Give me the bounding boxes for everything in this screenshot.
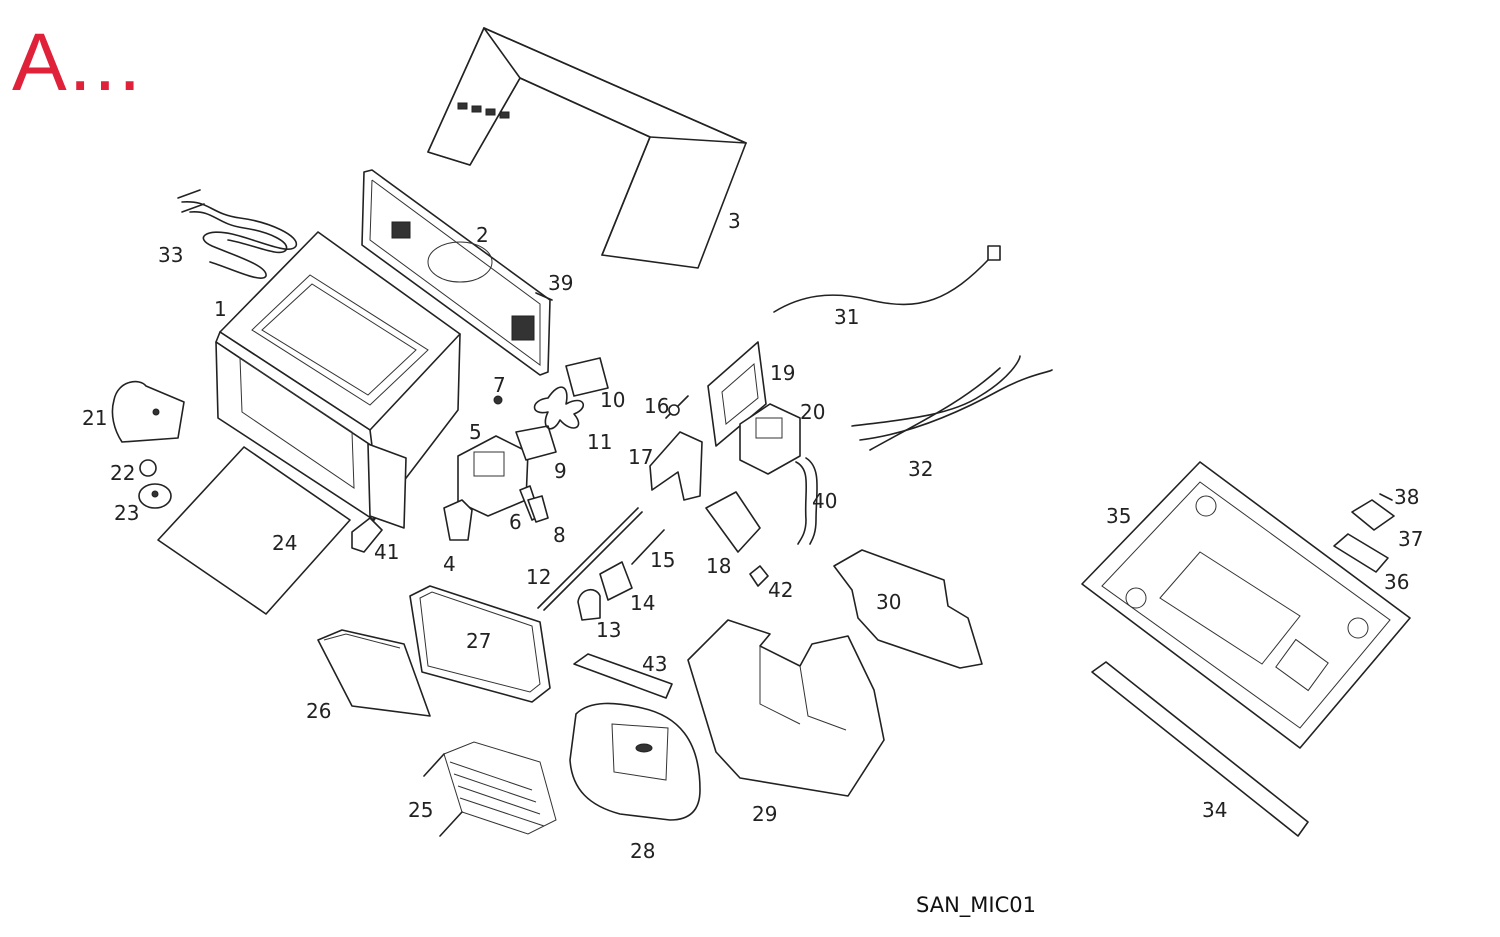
part-40-hose[interactable]: [795, 457, 818, 545]
part-label-7: 7: [493, 373, 506, 397]
part-15-wire[interactable]: [631, 529, 665, 565]
part-label-39: 39: [548, 271, 573, 295]
part-label-21: 21: [82, 406, 107, 430]
part-label-38: 38: [1394, 485, 1419, 509]
part-39-strip[interactable]: [535, 292, 553, 301]
part-25-wire-rack[interactable]: [423, 741, 557, 837]
part-label-25: 25: [408, 798, 433, 822]
part-33-heater-element[interactable]: [177, 189, 297, 279]
part-32-wiring[interactable]: [851, 355, 1053, 451]
part-37-bracket[interactable]: [1351, 499, 1395, 531]
part-7-screw[interactable]: [493, 395, 503, 405]
part-2-back-panel[interactable]: [361, 169, 551, 376]
part-16-sensor[interactable]: [665, 395, 689, 419]
part-30-foam-sheet[interactable]: [833, 549, 983, 669]
part-21-fan-cover[interactable]: [111, 380, 185, 443]
part-19-control-panel[interactable]: [707, 341, 767, 447]
part-9-latch[interactable]: [515, 425, 557, 461]
part-label-27: 27: [466, 629, 491, 653]
part-17-duct[interactable]: [649, 431, 703, 501]
part-10-switch-assembly[interactable]: [565, 357, 609, 397]
page-heading: A...: [12, 17, 144, 108]
part-label-24: 24: [272, 531, 297, 555]
diagram-code: SAN_MIC01: [916, 893, 1036, 917]
part-label-23: 23: [114, 501, 139, 525]
part-22-fan-motor-small[interactable]: [139, 459, 157, 477]
part-label-5: 5: [469, 420, 482, 444]
part-label-4: 4: [443, 552, 456, 576]
part-labels: 1234567891011121314151617181920212223242…: [82, 209, 1423, 863]
part-label-11: 11: [587, 430, 612, 454]
part-42-block[interactable]: [749, 565, 769, 587]
part-label-2: 2: [476, 223, 489, 247]
part-label-30: 30: [876, 590, 901, 614]
part-14-magnetron-fuse[interactable]: [599, 561, 633, 601]
part-label-10: 10: [600, 388, 625, 412]
part-11-fan-blade[interactable]: [533, 386, 585, 430]
part-label-1: 1: [214, 297, 227, 321]
part-label-29: 29: [752, 802, 777, 826]
part-23-turntable-motor[interactable]: [138, 483, 172, 509]
part-label-3: 3: [728, 209, 741, 233]
part-43-handle[interactable]: [573, 653, 673, 699]
part-label-12: 12: [526, 565, 551, 589]
part-38-clip[interactable]: [1379, 493, 1393, 501]
part-26-rack[interactable]: [317, 629, 431, 717]
part-28-crisper-pan[interactable]: [569, 702, 701, 821]
part-label-32: 32: [908, 457, 933, 481]
part-label-28: 28: [630, 839, 655, 863]
part-20-transformer-block[interactable]: [739, 403, 801, 475]
part-label-35: 35: [1106, 504, 1131, 528]
part-label-8: 8: [553, 523, 566, 547]
part-label-26: 26: [306, 699, 331, 723]
part-13-holder[interactable]: [577, 589, 601, 621]
part-label-40: 40: [812, 489, 837, 513]
part-label-19: 19: [770, 361, 795, 385]
part-label-36: 36: [1384, 570, 1409, 594]
part-34-rail[interactable]: [1091, 661, 1309, 837]
part-4-capacitor[interactable]: [443, 499, 473, 541]
part-36-plate[interactable]: [1333, 533, 1389, 573]
part-label-43: 43: [642, 652, 667, 676]
part-label-6: 6: [509, 510, 522, 534]
part-label-14: 14: [630, 591, 655, 615]
part-label-13: 13: [596, 618, 621, 642]
part-label-15: 15: [650, 548, 675, 572]
part-label-20: 20: [800, 400, 825, 424]
part-5-transformer[interactable]: [457, 435, 529, 517]
part-8-switch[interactable]: [527, 495, 549, 523]
part-41-block[interactable]: [351, 517, 383, 553]
part-label-17: 17: [628, 445, 653, 469]
part-1-oven-cavity[interactable]: [215, 231, 461, 529]
part-label-41: 41: [374, 540, 399, 564]
part-label-16: 16: [644, 394, 669, 418]
part-label-31: 31: [834, 305, 859, 329]
part-12-rod[interactable]: [537, 507, 643, 611]
part-35-base-plate[interactable]: [1081, 461, 1411, 749]
part-27-glass-tray[interactable]: [409, 585, 551, 703]
part-label-18: 18: [706, 554, 731, 578]
part-3-outer-cover[interactable]: [427, 27, 747, 269]
part-label-33: 33: [158, 243, 183, 267]
part-31-power-cord[interactable]: [773, 245, 1001, 313]
part-18-air-guide[interactable]: [705, 491, 761, 553]
part-label-42: 42: [768, 578, 793, 602]
part-label-22: 22: [110, 461, 135, 485]
part-29-packing-foam[interactable]: [687, 619, 885, 797]
part-24-bottom-plate[interactable]: [157, 446, 351, 615]
part-label-37: 37: [1398, 527, 1423, 551]
part-label-34: 34: [1202, 798, 1227, 822]
part-label-9: 9: [554, 459, 567, 483]
